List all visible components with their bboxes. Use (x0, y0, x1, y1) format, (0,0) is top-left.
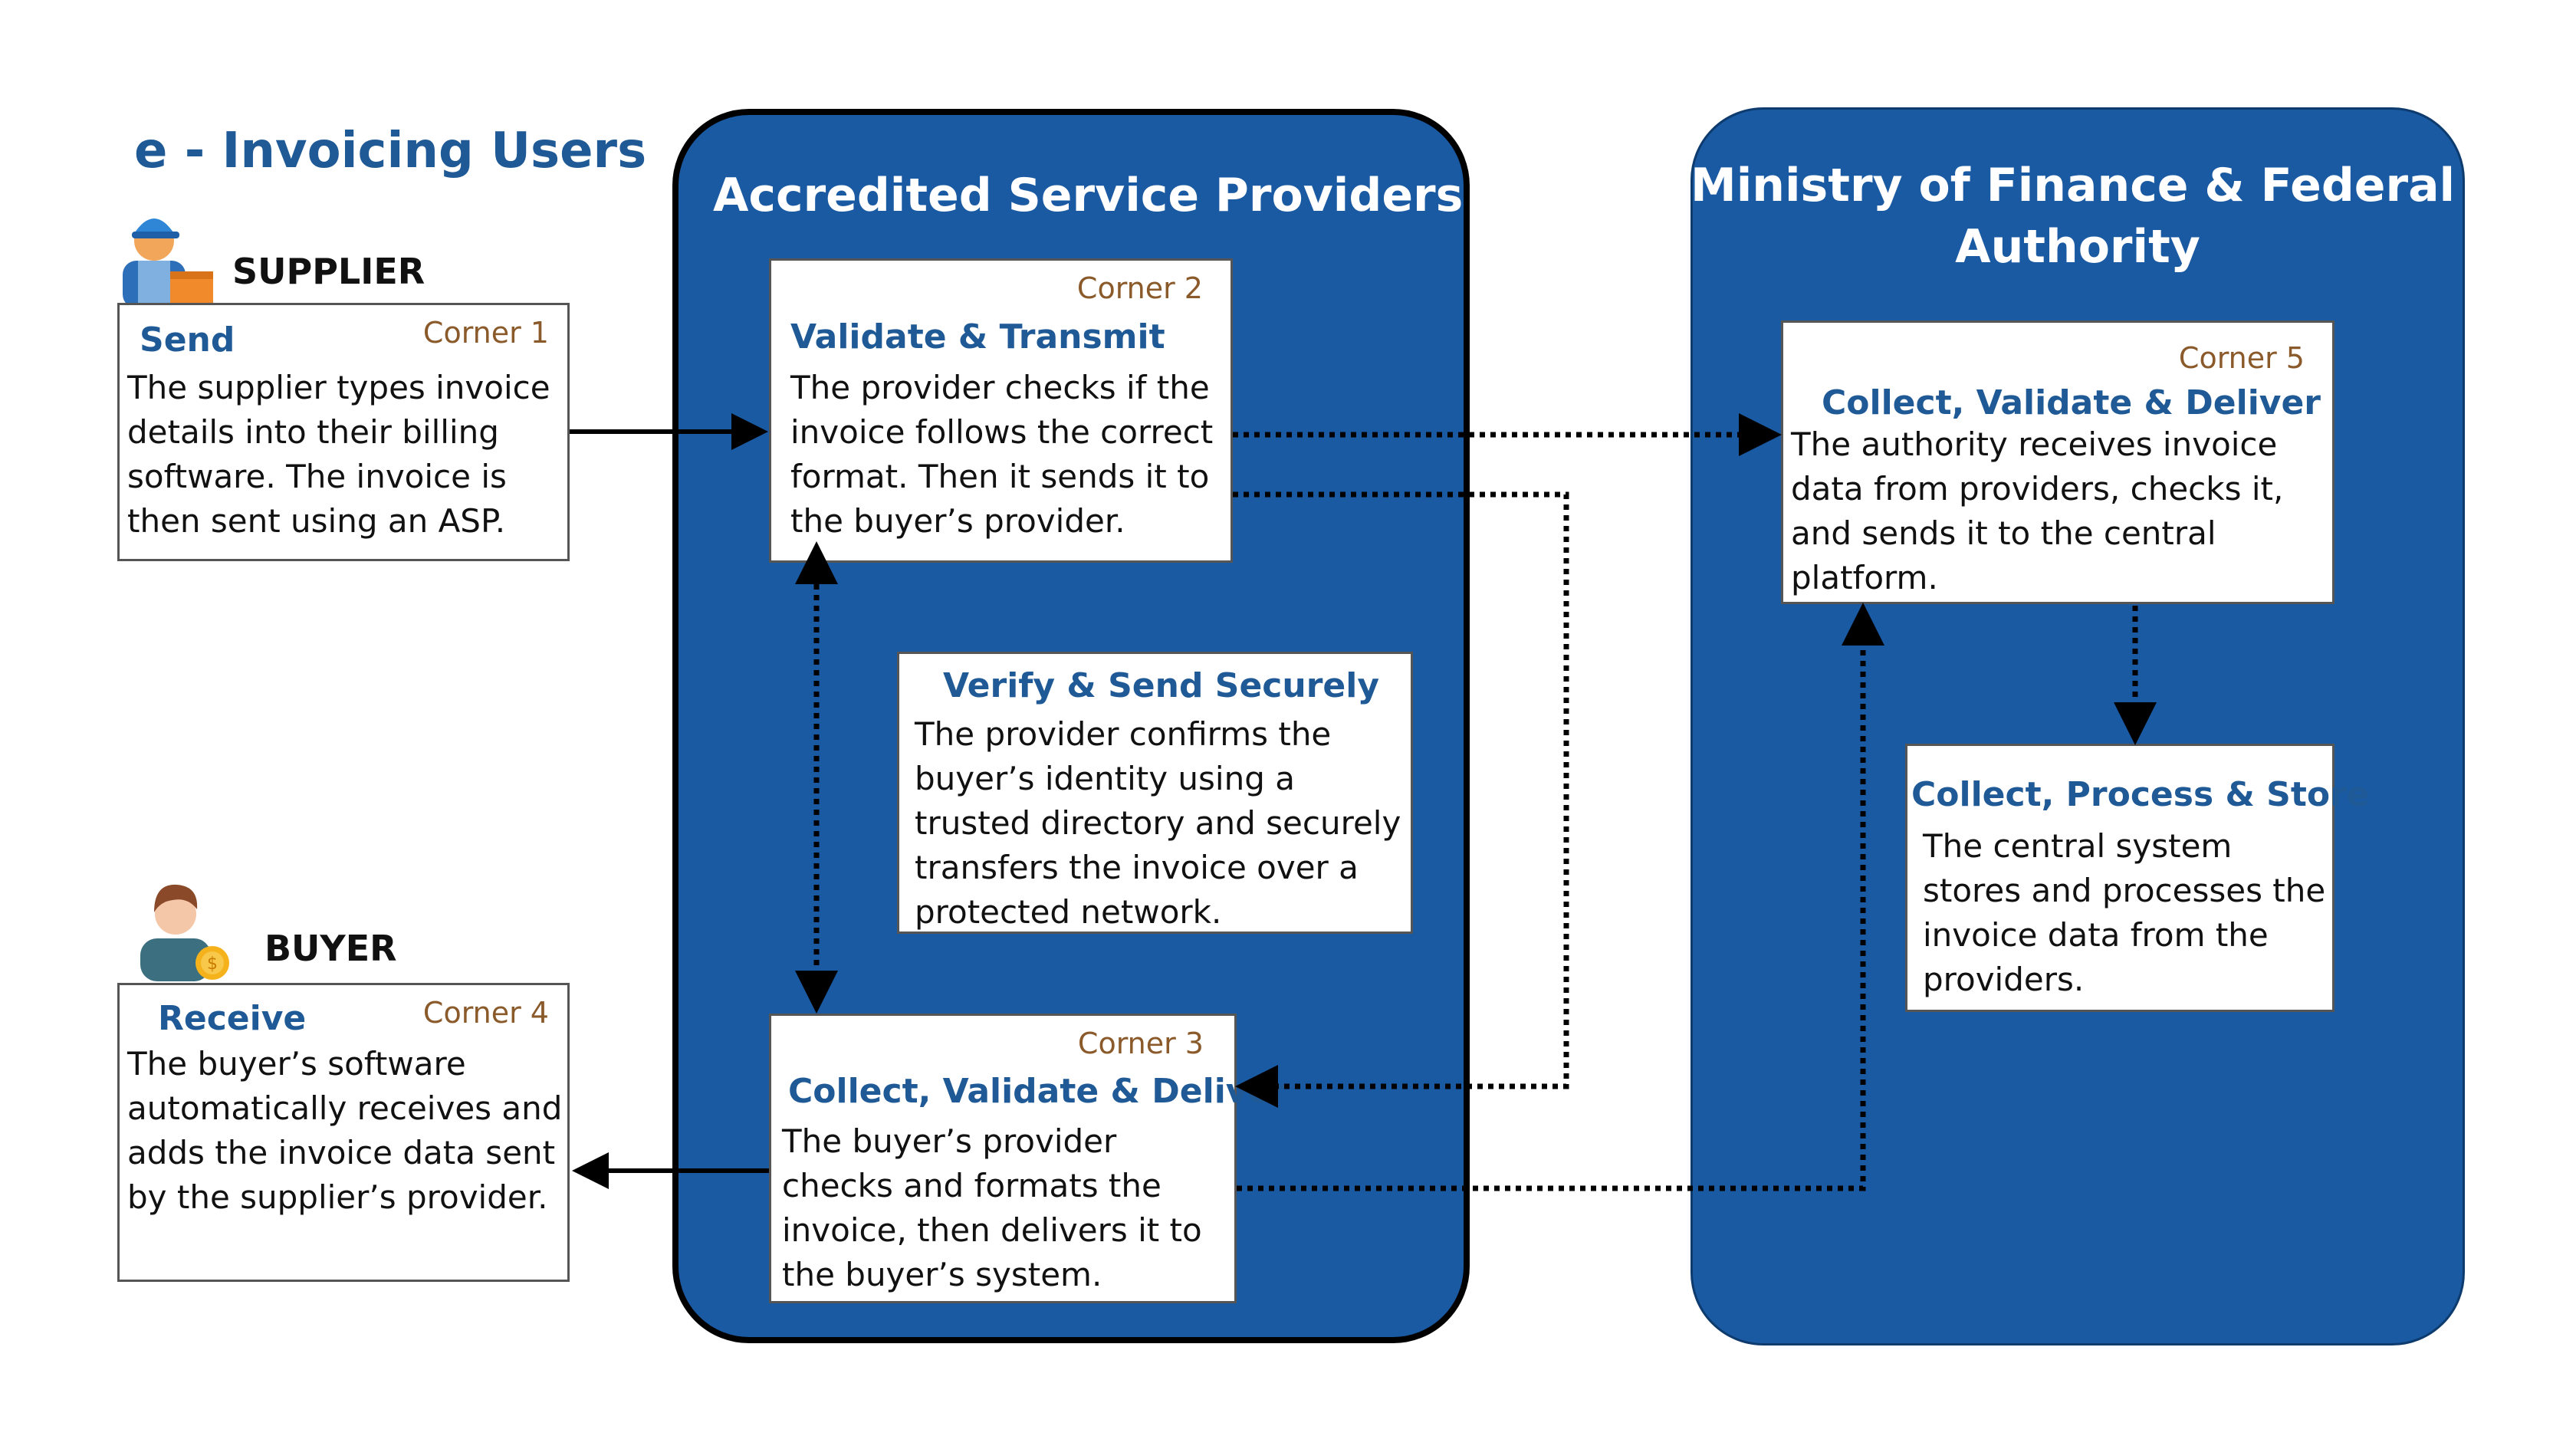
asp-panel-title: Accredited Service Providers (713, 169, 1464, 222)
validate-transmit-box: Corner 2 Validate & Transmit The provide… (769, 258, 1233, 563)
validate-transmit-text: The provider checks if the invoice follo… (790, 369, 1214, 540)
validate-transmit-title: Validate & Transmit (790, 317, 1165, 356)
verify-send-box: Verify & Send Securely The provider conf… (897, 652, 1413, 934)
send-corner-label: Corner 1 (422, 316, 549, 350)
person-with-coin-icon: $ (134, 874, 242, 981)
receive-title: Receive (158, 999, 307, 1038)
svg-text:$: $ (207, 955, 218, 974)
ministry-title-line2: Authority (1955, 220, 2200, 274)
corner5-title: Collect, Validate & Deliver (1822, 383, 2321, 422)
corner5-corner-label: Corner 5 (2178, 341, 2305, 375)
ministry-panel-title: Ministry of Finance & Federal Tax Author… (1691, 155, 2558, 278)
process-store-box: Collect, Process & Store The central sys… (1905, 744, 2370, 1012)
receive-box: Receive Corner 4 The buyer’s software au… (117, 983, 570, 1282)
corner5-text: The authority receives invoice data from… (1791, 426, 2284, 596)
receive-text: The buyer’s software automatically recei… (127, 1045, 563, 1216)
receive-corner-label: Corner 4 (422, 996, 549, 1030)
process-store-text: The central system stores and processes … (1923, 827, 2326, 998)
corner3-title: Collect, Validate & Deliver (788, 1072, 1287, 1111)
send-box: Send Corner 1 The supplier types invoice… (117, 303, 570, 561)
validate-transmit-corner-label: Corner 2 (1076, 271, 1203, 305)
delivery-worker-icon (115, 201, 222, 308)
ministry-panel (1691, 107, 2465, 1346)
corner3-box: Corner 3 Collect, Validate & Deliver The… (769, 1014, 1287, 1303)
ministry-title-line1: Ministry of Finance & Federal Tax (1691, 159, 2558, 212)
users-title: e - Invoicing Users (134, 123, 647, 179)
send-text: The supplier types invoice details into … (127, 369, 550, 540)
corner3-corner-label: Corner 3 (1077, 1027, 1204, 1060)
corner3-text: The buyer’s provider checks and formats … (782, 1122, 1202, 1293)
verify-send-title: Verify & Send Securely (943, 666, 1380, 705)
verify-send-text: The provider confirms the buyer’s identi… (915, 715, 1401, 931)
process-store-title: Collect, Process & Store (1911, 775, 2370, 814)
corner5-box: Corner 5 Collect, Validate & Deliver The… (1781, 320, 2334, 604)
send-title: Send (140, 320, 235, 360)
supplier-label: SUPPLIER (232, 251, 426, 292)
buyer-label: BUYER (264, 928, 397, 969)
